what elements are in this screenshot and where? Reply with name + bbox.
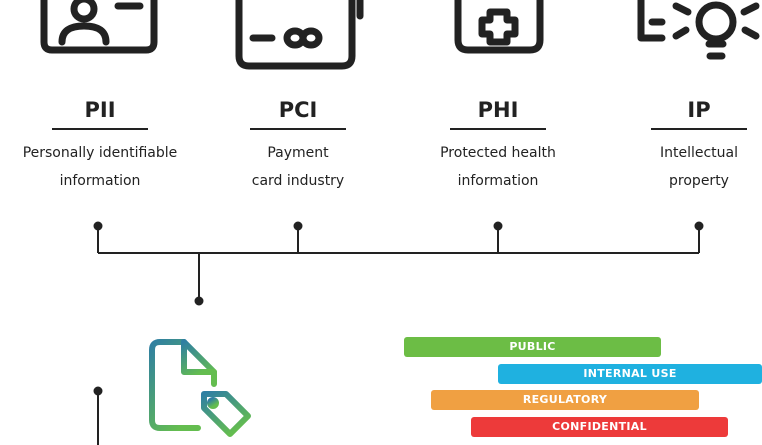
category-pii: PII Personally identifiable information xyxy=(0,96,200,195)
description-line-2: property xyxy=(669,173,729,189)
tag-public: PUBLIC xyxy=(404,337,661,357)
description-line-2: card industry xyxy=(251,173,345,189)
category-title: IP xyxy=(687,98,711,122)
medical-icon xyxy=(454,0,544,54)
category-ip: IP Intellectual property xyxy=(599,96,762,195)
connector-lines xyxy=(93,221,704,445)
category-phi: PHI Protected health information xyxy=(398,96,598,195)
description-line-2: information xyxy=(59,173,141,189)
category-description: Personally identifiable information xyxy=(0,139,200,195)
category-pci: PCI Payment card industry xyxy=(198,96,398,195)
description-line-1: Intellectual xyxy=(659,145,739,161)
description-line-1: Protected health xyxy=(440,145,556,161)
tag-internal-use: INTERNAL USE xyxy=(498,364,762,384)
credit-card-icon xyxy=(235,0,364,70)
category-description: Payment card industry xyxy=(198,139,398,195)
title-underline xyxy=(250,128,346,130)
title-underline xyxy=(651,128,747,130)
category-title: PII xyxy=(84,98,116,122)
document-tag-icon xyxy=(149,339,251,437)
title-underline xyxy=(52,128,148,130)
description-line-1: Payment xyxy=(267,145,329,161)
tag-regulatory: REGULATORY xyxy=(431,390,699,410)
category-description: Intellectual property xyxy=(599,139,762,195)
category-title: PHI xyxy=(477,98,519,122)
category-title: PCI xyxy=(278,98,318,122)
tag-confidential: CONFIDENTIAL xyxy=(471,417,728,437)
category-description: Protected health information xyxy=(398,139,598,195)
description-line-2: information xyxy=(457,173,539,189)
lightbulb-idea-icon xyxy=(637,0,760,60)
title-underline xyxy=(450,128,546,130)
description-line-1: Personally identifiable xyxy=(22,145,178,161)
id-card-icon xyxy=(40,0,158,54)
